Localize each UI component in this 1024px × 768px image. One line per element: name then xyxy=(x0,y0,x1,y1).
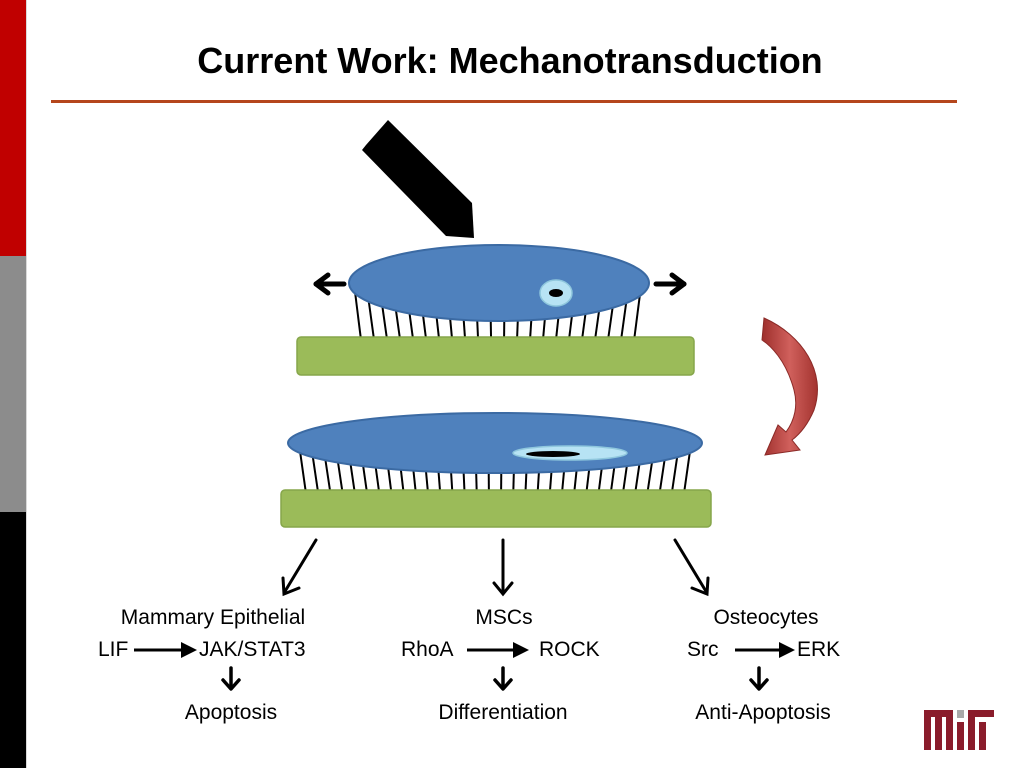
adhesion-line xyxy=(529,318,533,339)
branch-arrow-right xyxy=(673,538,710,597)
top-cell xyxy=(348,244,650,322)
adhesion-line xyxy=(387,466,393,492)
adhesion-line xyxy=(311,455,319,492)
adhesion-line xyxy=(354,291,362,339)
sidebar-edge xyxy=(26,0,27,768)
adhesion-line xyxy=(299,450,307,492)
adhesion-line xyxy=(555,315,560,339)
branch-arrow-left xyxy=(281,538,318,597)
adhesion-line xyxy=(462,470,466,492)
adhesion-line xyxy=(542,317,546,339)
cell-type-3: Osteocytes xyxy=(713,606,819,629)
adhesion-line xyxy=(374,465,380,492)
outcome-arrow-1 xyxy=(221,666,241,691)
outcome-3: Anti-Apoptosis xyxy=(695,701,831,724)
adhesion-line xyxy=(581,311,587,339)
upstream-2: RhoA xyxy=(401,638,454,661)
pressure-probe-icon xyxy=(362,120,474,238)
adhesion-line xyxy=(462,317,466,339)
sidebar-black-segment xyxy=(0,512,26,768)
adhesion-line xyxy=(475,470,478,492)
adhesion-line xyxy=(367,299,375,339)
branch-arrow-middle xyxy=(492,538,514,597)
top-substrate xyxy=(296,336,695,376)
adhesion-line xyxy=(561,469,566,492)
sidebar-red-segment xyxy=(0,0,26,256)
adhesion-line xyxy=(568,314,574,339)
adhesion-line xyxy=(585,467,591,492)
adhesion-line xyxy=(412,468,417,492)
adhesion-line xyxy=(381,304,388,339)
upstream-1: LIF xyxy=(98,638,129,661)
adhesion-line xyxy=(421,313,427,339)
adhesion-line xyxy=(336,460,344,492)
adhesion-line xyxy=(408,311,414,339)
adhesion-line xyxy=(349,462,356,492)
outcome-1: Apoptosis xyxy=(184,701,278,724)
adhesion-line xyxy=(658,458,666,492)
downstream-2: ROCK xyxy=(539,638,600,661)
adhesion-line xyxy=(476,318,480,339)
adhesion-line xyxy=(622,463,629,492)
bottom-substrate xyxy=(280,489,712,528)
adhesion-line xyxy=(449,470,454,492)
arrow-left-icon xyxy=(313,272,347,296)
adhesion-line xyxy=(620,300,628,339)
pathway-arrow-3 xyxy=(735,642,795,658)
bottom-cell xyxy=(287,412,703,474)
outcome-arrow-2 xyxy=(493,666,513,691)
curved-arrow-icon xyxy=(761,317,818,456)
adhesion-line xyxy=(524,470,528,492)
top-focal-adhesions xyxy=(354,291,641,339)
pathway-arrow-1 xyxy=(134,642,197,658)
adhesion-line xyxy=(671,455,679,492)
downstream-3: ERK xyxy=(797,638,841,661)
adhesion-line xyxy=(449,316,453,339)
adhesion-line xyxy=(634,462,641,492)
adhesion-line xyxy=(399,467,405,492)
adhesion-line xyxy=(324,458,332,492)
bottom-nucleolus xyxy=(526,451,580,457)
adhesion-line xyxy=(607,305,614,339)
adhesion-line xyxy=(536,470,541,492)
adhesion-line xyxy=(633,293,641,339)
upstream-3: Src xyxy=(687,638,719,661)
pathway-arrow-2 xyxy=(467,642,529,658)
adhesion-line xyxy=(683,450,691,492)
adhesion-line xyxy=(435,315,440,339)
adhesion-line xyxy=(597,466,603,492)
adhesion-line xyxy=(512,470,515,492)
title-rule xyxy=(51,100,957,103)
adhesion-line xyxy=(548,469,553,492)
cell-type-2: MSCs xyxy=(475,606,533,629)
downstream-1: JAK/STAT3 xyxy=(199,638,306,661)
adhesion-line xyxy=(594,309,601,339)
mit-logo xyxy=(924,710,994,750)
adhesion-line xyxy=(437,469,442,492)
adhesion-line xyxy=(361,463,368,492)
adhesion-line xyxy=(394,308,401,339)
adhesion-line xyxy=(424,469,429,492)
adhesion-line xyxy=(646,460,654,492)
adhesion-line xyxy=(610,465,616,492)
adhesion-line xyxy=(573,468,578,492)
arrow-right-icon xyxy=(653,272,687,296)
cell-type-1: Mammary Epithelial xyxy=(120,606,306,629)
adhesion-line xyxy=(516,318,519,339)
bottom-focal-adhesions xyxy=(299,450,691,492)
slide-title: Current Work: Mechanotransduction xyxy=(197,40,823,81)
outcome-2: Differentiation xyxy=(438,701,568,724)
sidebar-gray-segment xyxy=(0,256,26,512)
top-nucleolus xyxy=(549,289,563,297)
outcome-arrow-3 xyxy=(749,666,769,691)
